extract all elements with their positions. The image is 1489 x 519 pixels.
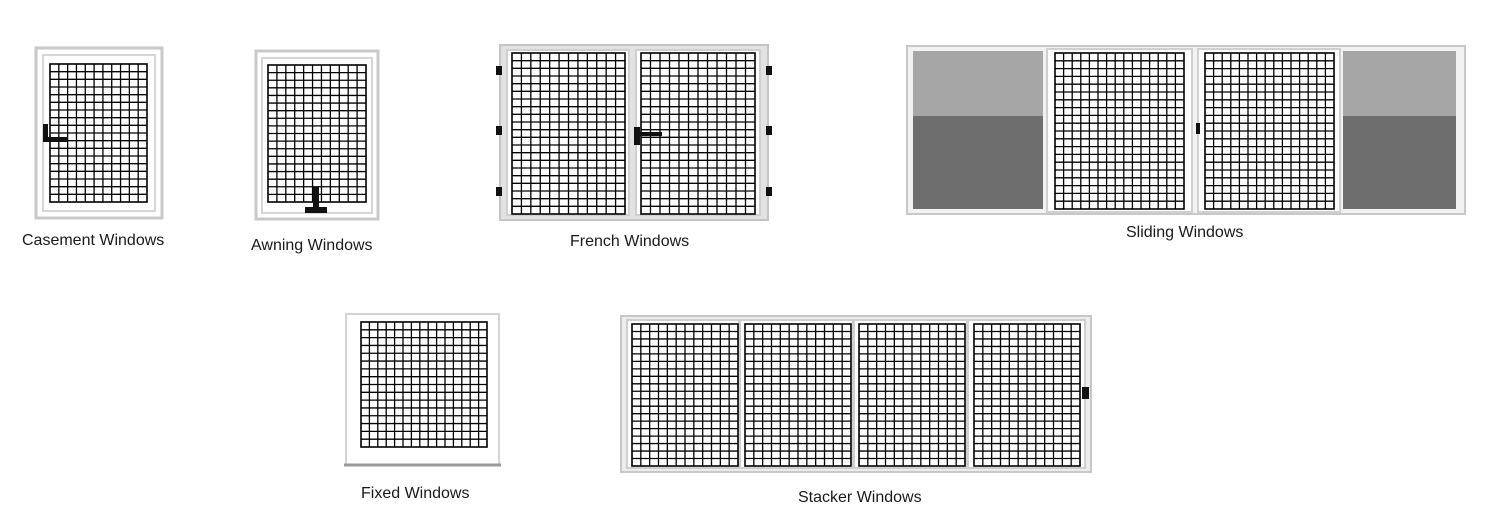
fixed-mesh xyxy=(360,321,488,448)
sliding-frame xyxy=(906,45,1466,215)
mesh-border xyxy=(640,52,756,215)
french-hinge-icon xyxy=(496,126,502,135)
sliding-glass-right-top xyxy=(1343,51,1456,116)
mesh-border xyxy=(1054,52,1185,210)
awning-label: Awning Windows xyxy=(251,237,373,254)
mesh-border xyxy=(267,64,367,203)
stacker-sash-4 xyxy=(967,319,1086,469)
french-hinge-icon xyxy=(496,66,502,75)
casement-mesh xyxy=(49,63,148,203)
mesh-border xyxy=(858,323,966,467)
stacker-frame xyxy=(620,315,1092,473)
sliding-sash-center-left xyxy=(1046,48,1193,213)
sliding-glass-right-bottom xyxy=(1343,116,1456,209)
stacker-label: Stacker Windows xyxy=(798,489,922,506)
sliding-lock-icon xyxy=(1196,123,1200,134)
french-frame xyxy=(499,44,769,221)
sliding-glass-left-top xyxy=(913,51,1043,116)
french-mesh-right xyxy=(640,52,756,215)
mesh-border xyxy=(973,323,1081,467)
french-sash-left xyxy=(506,49,630,216)
stacker-mesh-1 xyxy=(631,323,739,467)
french-label: French Windows xyxy=(570,233,690,250)
stacker-mesh-2 xyxy=(744,323,852,467)
stacker-mesh-4 xyxy=(973,323,1081,467)
french-hinge-icon xyxy=(766,66,772,75)
sliding-glass-left-bottom xyxy=(913,116,1043,209)
stacker-sash-2 xyxy=(739,319,854,469)
sliding-mesh-left xyxy=(1054,52,1185,210)
awning-handle-icon xyxy=(305,187,327,213)
casement-handle-icon xyxy=(43,124,68,142)
fixed-frame xyxy=(345,313,500,466)
stacker-mesh-3 xyxy=(858,323,966,467)
stacker-sash-1 xyxy=(626,319,740,469)
sliding-sash-center-right xyxy=(1197,48,1341,213)
mesh-border xyxy=(360,321,488,448)
french-hinge-icon xyxy=(766,126,772,135)
french-sash-right xyxy=(635,49,761,216)
french-hinge-icon xyxy=(496,187,502,196)
mesh-border xyxy=(631,323,739,467)
mesh-border xyxy=(1204,52,1335,210)
french-mesh-left xyxy=(511,52,626,215)
casement-label: Casement Windows xyxy=(22,232,165,249)
awning-sash xyxy=(261,57,373,214)
stacker-handle-icon xyxy=(1082,387,1089,399)
mesh-border xyxy=(511,52,626,215)
sliding-label: Sliding Windows xyxy=(1126,224,1244,241)
casement-frame xyxy=(34,46,164,220)
casement-sash xyxy=(42,54,156,212)
awning-frame xyxy=(254,49,380,221)
mesh-border xyxy=(744,323,852,467)
sliding-mesh-right xyxy=(1204,52,1335,210)
mesh-border xyxy=(49,63,148,203)
french-hinge-icon xyxy=(766,187,772,196)
stacker-sash-3 xyxy=(853,319,968,469)
awning-mesh xyxy=(267,64,367,203)
french-handle-icon xyxy=(634,127,662,145)
fixed-label: Fixed Windows xyxy=(361,485,470,502)
